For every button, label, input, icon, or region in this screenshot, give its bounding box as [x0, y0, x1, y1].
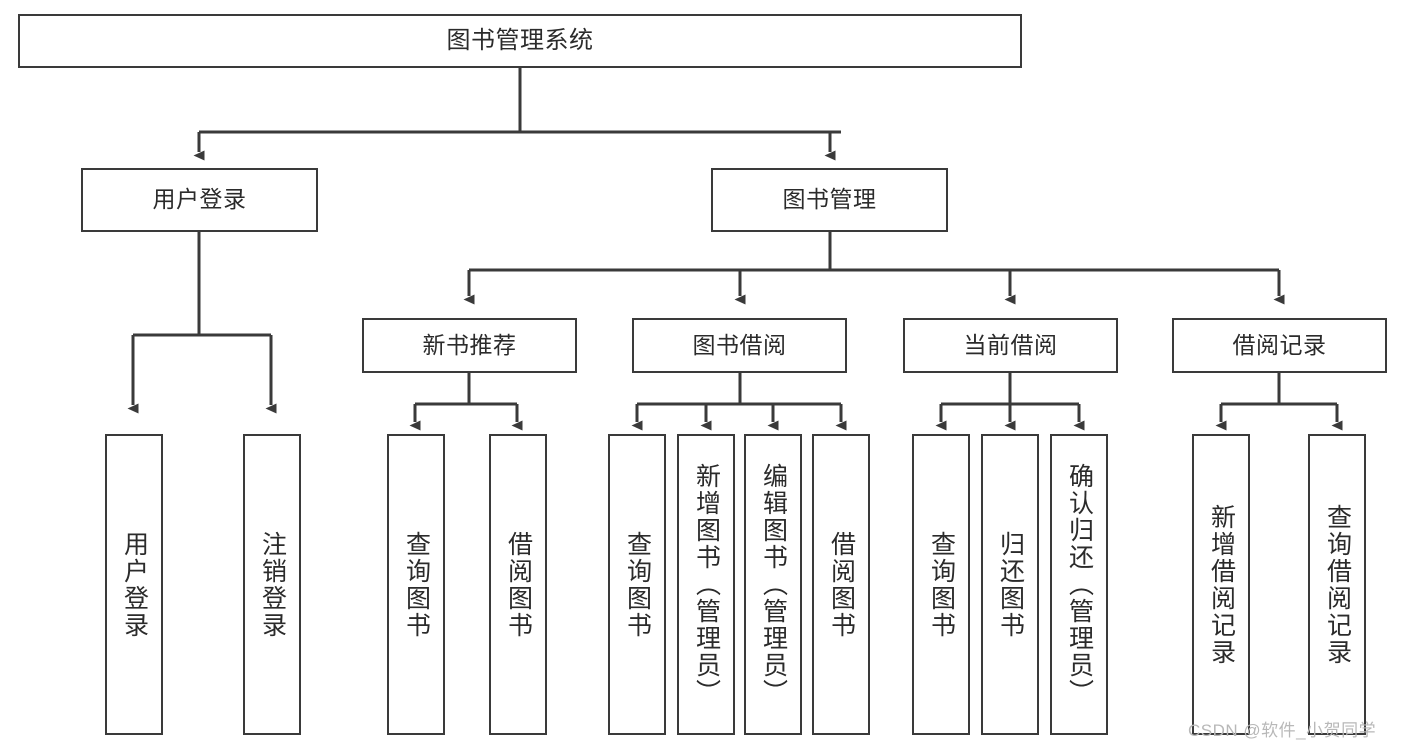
node-leaf-confirm-return-label: 确认归还（管理员） [1065, 463, 1094, 706]
node-leaf-add-book[interactable]: 新增图书（管理员） [677, 434, 735, 735]
node-leaf-query-book-2-label: 查询图书 [623, 530, 652, 639]
node-book-management[interactable]: 图书管理 [711, 168, 948, 232]
node-current-borrow-label: 当前借阅 [963, 331, 1058, 358]
node-borrow-record-label: 借阅记录 [1232, 331, 1327, 358]
node-leaf-query-book-1-label: 查询图书 [402, 530, 431, 639]
node-leaf-logout-login[interactable]: 注销登录 [243, 434, 301, 735]
node-leaf-borrow-book-1-label: 借阅图书 [504, 530, 533, 639]
node-leaf-return-book-label: 归还图书 [996, 530, 1025, 639]
node-leaf-confirm-return[interactable]: 确认归还（管理员） [1050, 434, 1108, 735]
node-leaf-query-book-3[interactable]: 查询图书 [912, 434, 970, 735]
node-leaf-edit-book-label: 编辑图书（管理员） [759, 463, 788, 706]
node-leaf-query-book-2[interactable]: 查询图书 [608, 434, 666, 735]
node-leaf-borrow-book-2[interactable]: 借阅图书 [812, 434, 870, 735]
node-borrow-record[interactable]: 借阅记录 [1172, 318, 1387, 373]
node-leaf-add-book-label: 新增图书（管理员） [692, 463, 721, 706]
node-leaf-user-login[interactable]: 用户登录 [105, 434, 163, 735]
node-leaf-add-borrow-record[interactable]: 新增借阅记录 [1192, 434, 1250, 735]
node-leaf-user-login-label: 用户登录 [120, 530, 149, 639]
node-leaf-query-book-1[interactable]: 查询图书 [387, 434, 445, 735]
node-book-borrow-label: 图书借阅 [692, 331, 787, 358]
node-current-borrow[interactable]: 当前借阅 [903, 318, 1118, 373]
node-root-label: 图书管理系统 [446, 26, 594, 54]
node-book-borrow[interactable]: 图书借阅 [632, 318, 847, 373]
node-book-management-label: 图书管理 [782, 186, 877, 213]
node-new-book-recommend-label: 新书推荐 [422, 331, 517, 358]
node-leaf-borrow-book-1[interactable]: 借阅图书 [489, 434, 547, 735]
node-leaf-logout-login-label: 注销登录 [258, 530, 287, 639]
node-leaf-edit-book[interactable]: 编辑图书（管理员） [744, 434, 802, 735]
node-leaf-query-borrow-record[interactable]: 查询借阅记录 [1308, 434, 1366, 735]
node-root[interactable]: 图书管理系统 [18, 14, 1022, 68]
node-new-book-recommend[interactable]: 新书推荐 [362, 318, 577, 373]
node-user-login-label: 用户登录 [152, 186, 247, 213]
node-user-login[interactable]: 用户登录 [81, 168, 318, 232]
node-leaf-query-book-3-label: 查询图书 [927, 530, 956, 639]
node-leaf-return-book[interactable]: 归还图书 [981, 434, 1039, 735]
node-leaf-query-borrow-record-label: 查询借阅记录 [1323, 503, 1352, 666]
node-leaf-borrow-book-2-label: 借阅图书 [827, 530, 856, 639]
node-leaf-add-borrow-record-label: 新增借阅记录 [1207, 503, 1236, 666]
